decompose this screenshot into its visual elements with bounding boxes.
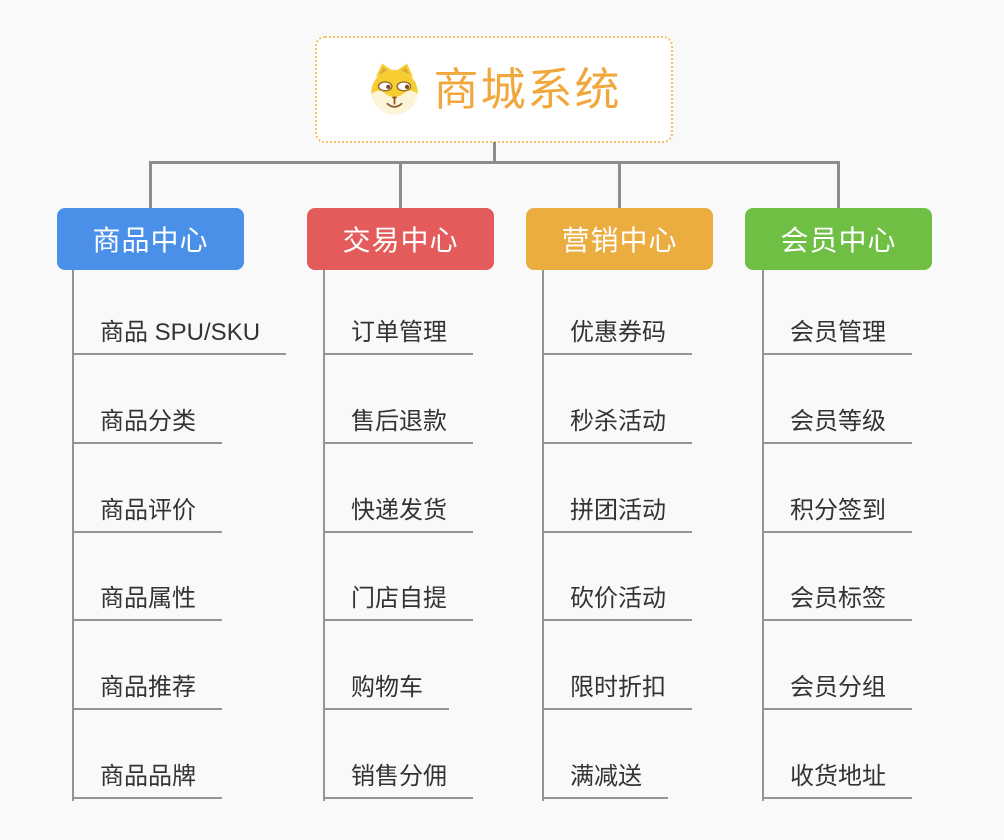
connector-trunk-product-center [72,270,74,801]
connector-trunk-marketing-center [542,270,544,801]
shiba-dog-icon [371,63,419,115]
leaf-node-product-center-3[interactable]: 商品属性 [72,583,222,621]
leaf-node-product-center-4[interactable]: 商品推荐 [72,672,222,710]
connector-drop-member-center [837,163,840,209]
connector-horizontal-bar [149,161,840,164]
branch-node-trade-center[interactable]: 交易中心 [307,208,494,270]
leaf-node-member-center-0[interactable]: 会员管理 [762,317,912,355]
connector-root-trunk [493,142,496,164]
root-node-title: 商城系统 [433,64,622,115]
leaf-node-marketing-center-3[interactable]: 砍价活动 [542,583,692,621]
branch-label: 交易中心 [342,225,459,256]
leaf-node-member-center-5[interactable]: 收货地址 [762,761,912,799]
leaf-node-product-center-1[interactable]: 商品分类 [72,406,222,444]
connector-drop-product-center [149,163,152,209]
connector-drop-trade-center [399,163,402,209]
leaf-node-marketing-center-2[interactable]: 拼团活动 [542,495,692,533]
branch-label: 会员中心 [780,225,897,256]
leaf-node-member-center-1[interactable]: 会员等级 [762,406,912,444]
leaf-node-member-center-3[interactable]: 会员标签 [762,583,912,621]
leaf-node-marketing-center-1[interactable]: 秒杀活动 [542,406,692,444]
branch-node-marketing-center[interactable]: 营销中心 [526,208,713,270]
leaf-node-trade-center-2[interactable]: 快递发货 [323,495,473,533]
leaf-node-member-center-2[interactable]: 积分签到 [762,495,912,533]
leaf-node-marketing-center-4[interactable]: 限时折扣 [542,672,692,710]
branch-label: 商品中心 [92,225,209,256]
leaf-node-marketing-center-0[interactable]: 优惠券码 [542,317,692,355]
leaf-node-member-center-4[interactable]: 会员分组 [762,672,912,710]
connector-trunk-member-center [762,270,764,801]
branch-label: 营销中心 [561,225,678,256]
leaf-node-product-center-0[interactable]: 商品 SPU/SKU [72,317,287,355]
leaf-node-trade-center-0[interactable]: 订单管理 [323,317,473,355]
leaf-node-product-center-5[interactable]: 商品品牌 [72,761,222,799]
leaf-node-trade-center-3[interactable]: 门店自提 [323,583,473,621]
leaf-node-trade-center-1[interactable]: 售后退款 [323,406,473,444]
connector-trunk-trade-center [323,270,325,801]
leaf-node-product-center-2[interactable]: 商品评价 [72,495,222,533]
root-node[interactable]: 商城系统 [315,36,673,143]
connector-drop-marketing-center [618,163,621,209]
branch-node-product-center[interactable]: 商品中心 [57,208,244,270]
branch-node-member-center[interactable]: 会员中心 [745,208,932,270]
leaf-node-trade-center-4[interactable]: 购物车 [323,672,449,710]
leaf-node-marketing-center-5[interactable]: 满减送 [542,761,668,799]
leaf-node-trade-center-5[interactable]: 销售分佣 [323,761,473,799]
